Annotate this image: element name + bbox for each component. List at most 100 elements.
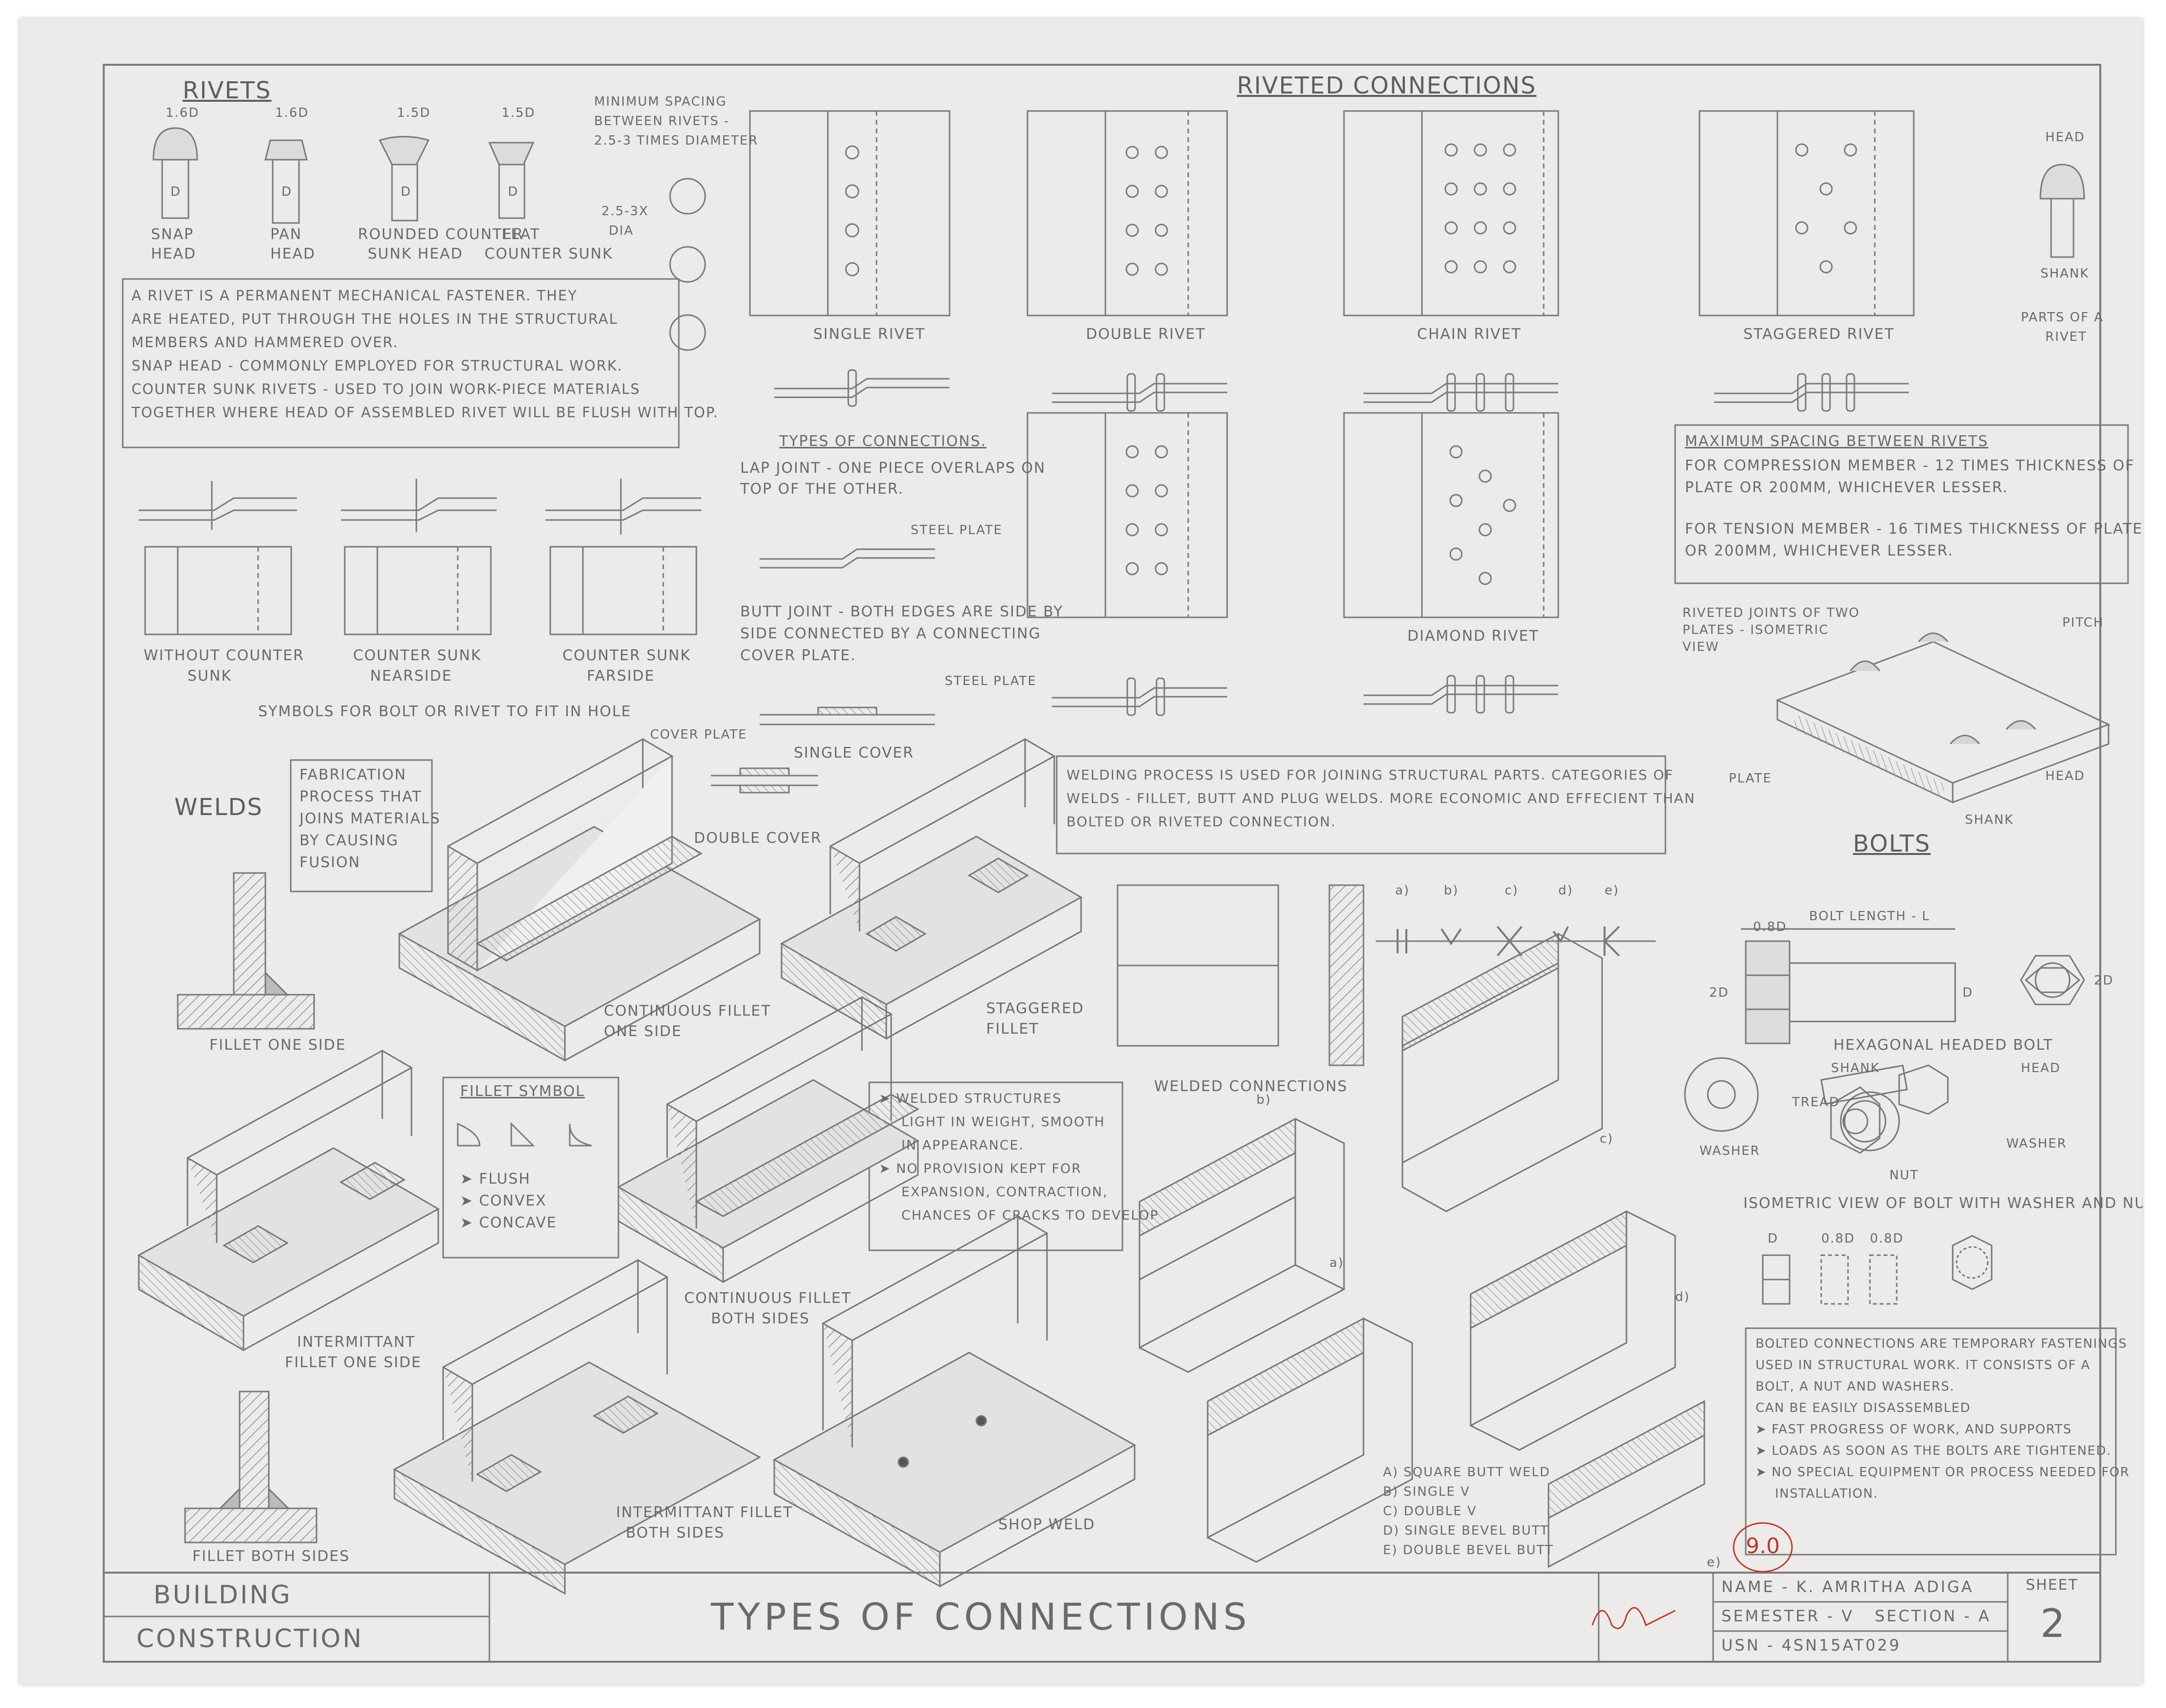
bolt-drawings: [1684, 928, 2085, 1305]
butt-type-e: e) DOUBLE BEVEL BUTT: [1383, 1543, 1554, 1558]
riveted-connections-heading: RIVETED CONNECTIONS: [1237, 72, 1537, 99]
continuous-one-2: ONE SIDE: [604, 1023, 682, 1040]
staggered-rivet-label: STAGGERED RIVET: [1743, 326, 1895, 343]
spacing-dim-2: DIA: [609, 223, 634, 238]
drawing-title: TYPES OF CONNECTIONS: [711, 1595, 1251, 1638]
iso-title-2: PLATES - ISOMETRIC: [1682, 623, 1829, 637]
iso-label-a: a): [1329, 1256, 1344, 1270]
nut-dim-3: 0.8D: [1870, 1231, 1904, 1246]
bolt-head: HEAD: [2021, 1061, 2061, 1076]
rivet-dim-2: 1.6D: [275, 106, 309, 120]
double-rivet-label: DOUBLE RIVET: [1086, 326, 1206, 343]
weld-symbol-d: d): [1558, 883, 1573, 898]
staggered-2: FILLET: [986, 1021, 1039, 1038]
iso-title-1: RIVETED JOINTS OF TWO: [1682, 606, 1860, 620]
bolt-washer-lbl: WASHER: [2006, 1136, 2067, 1151]
rounded-countersunk-rivet: [378, 136, 430, 222]
double-rivet-plate-2: [1027, 412, 1228, 618]
chain-rivet-plate: [1343, 110, 1559, 316]
continuous-both-2: BOTH SIDES: [711, 1310, 810, 1327]
rivet-dim-4: 1.5D: [502, 106, 536, 120]
intermittent-both-1: INTERMITTANT FILLET: [616, 1504, 793, 1521]
sheet-number: 2: [2040, 1601, 2065, 1646]
max-spacing-title: MAXIMUM SPACING BETWEEN RIVETS: [1685, 433, 1989, 450]
student-name: NAME - K. AMRITHA ADIGA: [1721, 1578, 1974, 1596]
nut-dim-1: D: [1768, 1231, 1779, 1246]
rivet-type-3-l1: ROUNDED COUNTER: [358, 226, 524, 243]
bolt-dim-2: 2D: [1709, 985, 1729, 1000]
spacing-dim-1: 2.5-3X: [601, 204, 649, 219]
rivet-dim-1: 1.6D: [166, 106, 200, 120]
welding-process-text: WELDING PROCESS IS USED FOR JOINING STRU…: [1066, 767, 1696, 830]
welded-connections-label: WELDED CONNECTIONS: [1154, 1078, 1348, 1095]
bolt-dim-4: 2D: [2094, 973, 2114, 988]
fillet-flush: ➤ FLUSH: [460, 1170, 531, 1188]
semester-section: SEMESTER - V SECTION - A: [1721, 1607, 1991, 1625]
washer-label: WASHER: [1699, 1144, 1760, 1158]
butt-type-a: a) SQUARE BUTT WELD: [1383, 1465, 1550, 1480]
single-rivet-plate: [749, 110, 951, 316]
iso-head: HEAD: [2045, 769, 2085, 783]
iso-plate: PLATE: [1729, 771, 1772, 786]
symbol-3-l1: COUNTER SUNK: [562, 647, 691, 664]
pan-head-rivet: [264, 139, 308, 224]
fillet-both-sides-label: FILLET BOTH SIDES: [192, 1548, 350, 1565]
weld-symbol-b: b): [1444, 883, 1459, 898]
continuous-both-1: CONTINUOUS FILLET: [684, 1290, 852, 1307]
subject-line-1: BUILDING: [153, 1580, 292, 1610]
weld-advantages: ➤ WELDED STRUCTURES LIGHT IN WEIGHT, SMO…: [879, 1091, 1159, 1223]
drawing-sheet: RIVETS RIVETED CONNECTIONS WELDS BOLTS 1…: [19, 19, 2143, 1685]
diamond-rivet-plate: [1343, 412, 1559, 618]
rivet-type-2-l2: HEAD: [270, 245, 316, 262]
lap-joint-1: LAP JOINT - ONE PIECE OVERLAPS ON: [740, 460, 1046, 477]
cover-plate-label: COVER PLATE: [650, 727, 747, 742]
iso-shank: SHANK: [1965, 813, 2014, 827]
rivet-type-1-l2: HEAD: [151, 245, 197, 262]
weld-symbol-a: a): [1395, 883, 1410, 898]
sheet-label: SHEET: [2026, 1577, 2078, 1594]
rivet-type-2-l1: PAN: [270, 226, 302, 243]
steel-plate-1: STEEL PLATE: [911, 523, 1003, 538]
bolts-heading: BOLTS: [1853, 830, 1931, 857]
fillet-one-side-label: FILLET ONE SIDE: [209, 1037, 346, 1054]
subject-line-2: CONSTRUCTION: [136, 1624, 364, 1653]
welds-heading: WELDS: [174, 794, 263, 821]
staggered-1: STAGGERED: [986, 1000, 1084, 1017]
iso-title-3: VIEW: [1682, 640, 1719, 654]
rivets-heading: RIVETS: [183, 77, 272, 104]
shank-letter-1: D: [170, 185, 182, 199]
usn: USN - 4SN15AT029: [1721, 1636, 1901, 1654]
grade-mark: [1591, 1522, 1793, 1630]
rivet-sections: [774, 369, 1909, 716]
bolt-iso-title: ISOMETRIC VIEW OF BOLT WITH WASHER AND N…: [1743, 1195, 2143, 1212]
rivet-type-1-l1: SNAP: [151, 226, 194, 243]
continuous-one-1: CONTINUOUS FILLET: [604, 1003, 771, 1020]
max-spacing-3: PLATE OR 200MM, WHICHEVER LESSER.: [1685, 479, 2009, 496]
isometric-riveted-joint: [1775, 632, 2110, 804]
drawing-linework: [103, 64, 2129, 1663]
symbol-2-l2: NEARSIDE: [370, 668, 452, 685]
snap-head-rivet: [152, 127, 198, 219]
max-spacing-2: FOR COMPRESSION MEMBER - 12 TIMES THICKN…: [1685, 457, 2135, 474]
iso-label-d: d): [1675, 1290, 1690, 1304]
types-title: TYPES OF CONNECTIONS.: [779, 433, 987, 450]
fillet-concave: ➤ CONCAVE: [460, 1214, 557, 1231]
fabrication-5: FUSION: [299, 854, 361, 871]
weld-symbol-e: e): [1605, 883, 1620, 898]
intermittent-one-2: FILLET ONE SIDE: [285, 1354, 422, 1371]
symbols-caption: SYMBOLS FOR BOLT OR RIVET TO FIT IN HOLE: [258, 703, 632, 720]
iso-label-e: e): [1707, 1555, 1722, 1570]
fabrication-1: FABRICATION: [299, 766, 407, 783]
bolt-shank: SHANK: [1831, 1061, 1880, 1076]
min-spacing-1: MINIMUM SPACING: [594, 94, 727, 109]
fabrication-2: PROCESS THAT: [299, 788, 422, 805]
parts-caption-2: RIVET: [2045, 330, 2087, 344]
grade-mark-text: 9.0: [1746, 1534, 1780, 1559]
weld-symbol-c: c): [1505, 883, 1519, 898]
butt-joint-3: COVER PLATE.: [740, 647, 857, 664]
symbol-1-l2: SUNK: [187, 668, 232, 685]
diamond-rivet-label: DIAMOND RIVET: [1407, 628, 1539, 645]
double-cover-label: DOUBLE COVER: [694, 830, 822, 847]
parts-caption-1: PARTS OF A: [2021, 310, 2104, 325]
bolt-length: BOLT LENGTH - L: [1809, 909, 1930, 924]
